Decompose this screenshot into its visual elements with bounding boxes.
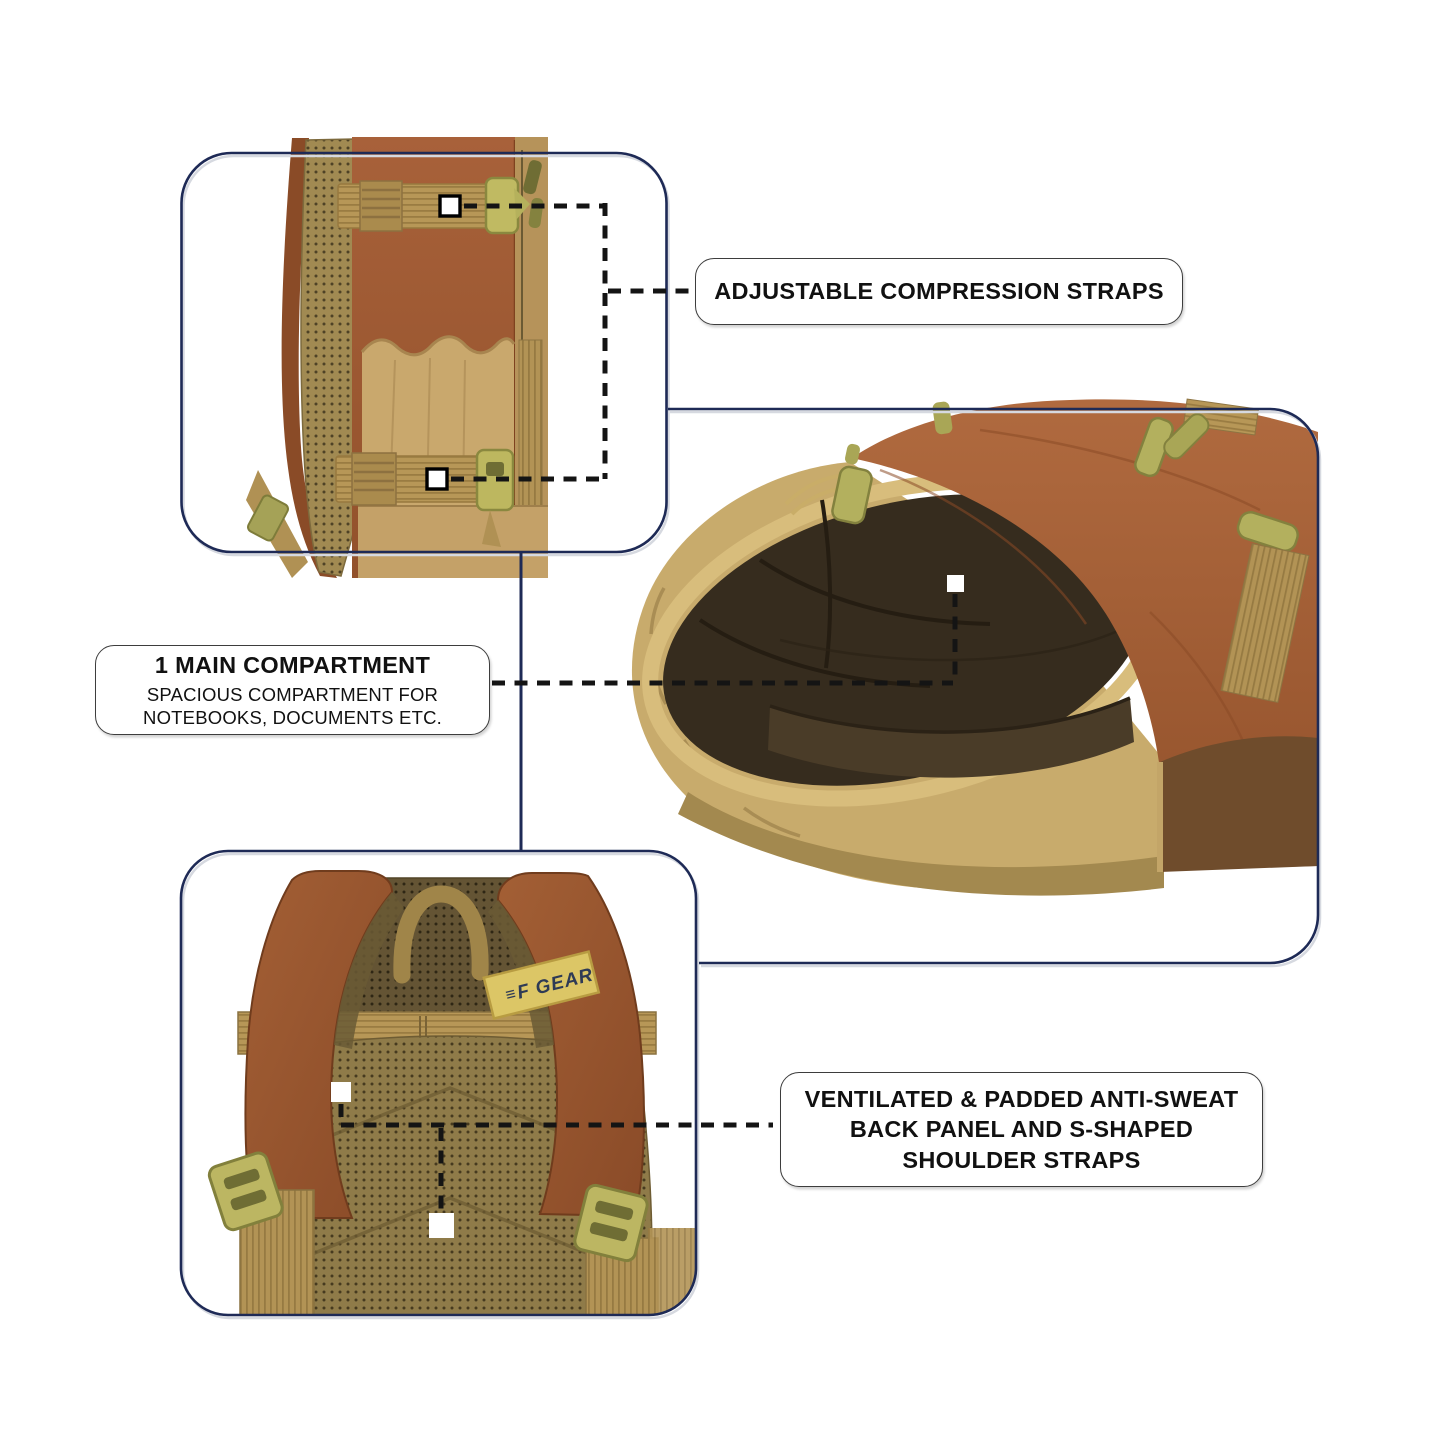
marker-back-panel-lower: [429, 1213, 454, 1238]
compression-label: ADJUSTABLE COMPRESSION STRAPS: [714, 278, 1164, 305]
hotspot-markers: [331, 194, 964, 1238]
frame-back-view: [179, 849, 698, 1317]
compartment-subtitle-line2: NOTEBOOKS, DOCUMENTS ETC.: [143, 706, 442, 728]
frame-compartment: [668, 407, 1320, 965]
side-shoulder-strap: [281, 138, 337, 578]
haul-loop: [393, 885, 489, 984]
side-suede-bottom: [358, 506, 548, 578]
fgear-speed-lines-icon: ≡: [503, 984, 517, 1005]
photo-open-compartment: [631, 398, 1318, 896]
left-shoulder-strap: [244, 870, 394, 1219]
strap-tail-bottom: [482, 510, 501, 547]
left-ladderlock-buckle: [207, 1151, 284, 1232]
logo-band: [482, 950, 601, 1021]
marker-compartment: [947, 575, 964, 592]
callout-compression-straps: ADJUSTABLE COMPRESSION STRAPS: [695, 258, 1183, 325]
marker-bottom-strap: [425, 467, 449, 491]
side-pocket-elastic: [360, 335, 516, 357]
compartment-subtitle-line1: SPACIOUS COMPARTMENT FOR: [146, 683, 439, 705]
side-zip-pull-1: [523, 160, 542, 195]
callout-main-compartment: 1 MAIN COMPARTMENT SPACIOUS COMPARTMENT …: [95, 645, 490, 735]
backpanel-label: VENTILATED & PADDED ANTI-SWEAT BACK PANE…: [804, 1085, 1239, 1173]
divider-piping: [769, 696, 1131, 734]
photo-side-view: [246, 137, 548, 578]
annotation-dashes: [338, 203, 958, 1212]
compartment-title: 1 MAIN COMPARTMENT: [154, 652, 431, 679]
left-strap-mesh-underside: [334, 892, 404, 1049]
right-shoulder-strap: [496, 872, 646, 1218]
right-ladderlock-buckle: [573, 1183, 649, 1263]
compartment-base: [678, 792, 1164, 896]
far-right-webbing: [648, 1228, 696, 1315]
marker-top-strap: [438, 194, 462, 218]
photo-back-view: ≡ F GEAR: [207, 870, 696, 1315]
bottom-flap: [1160, 736, 1318, 872]
marker-back-panel: [331, 1082, 351, 1102]
frame-shadows: [181, 154, 1322, 1320]
frame-side-view: [180, 151, 668, 554]
brand-band: ≡ F GEAR: [482, 950, 601, 1021]
laptop-divider: [768, 698, 1134, 778]
cord-lock-toggle: [831, 465, 873, 525]
right-webbing-strap: [1220, 543, 1310, 703]
panel-frames: [179, 151, 1322, 1320]
side-release-hook: [1236, 510, 1299, 552]
cord-tip: [844, 443, 860, 465]
compression-strap-top: [337, 176, 530, 235]
callout-back-panel: VENTILATED & PADDED ANTI-SWEAT BACK PANE…: [780, 1072, 1263, 1187]
interior-sleeve-edge: [779, 628, 1121, 662]
side-triglide-buckle: [247, 494, 289, 542]
